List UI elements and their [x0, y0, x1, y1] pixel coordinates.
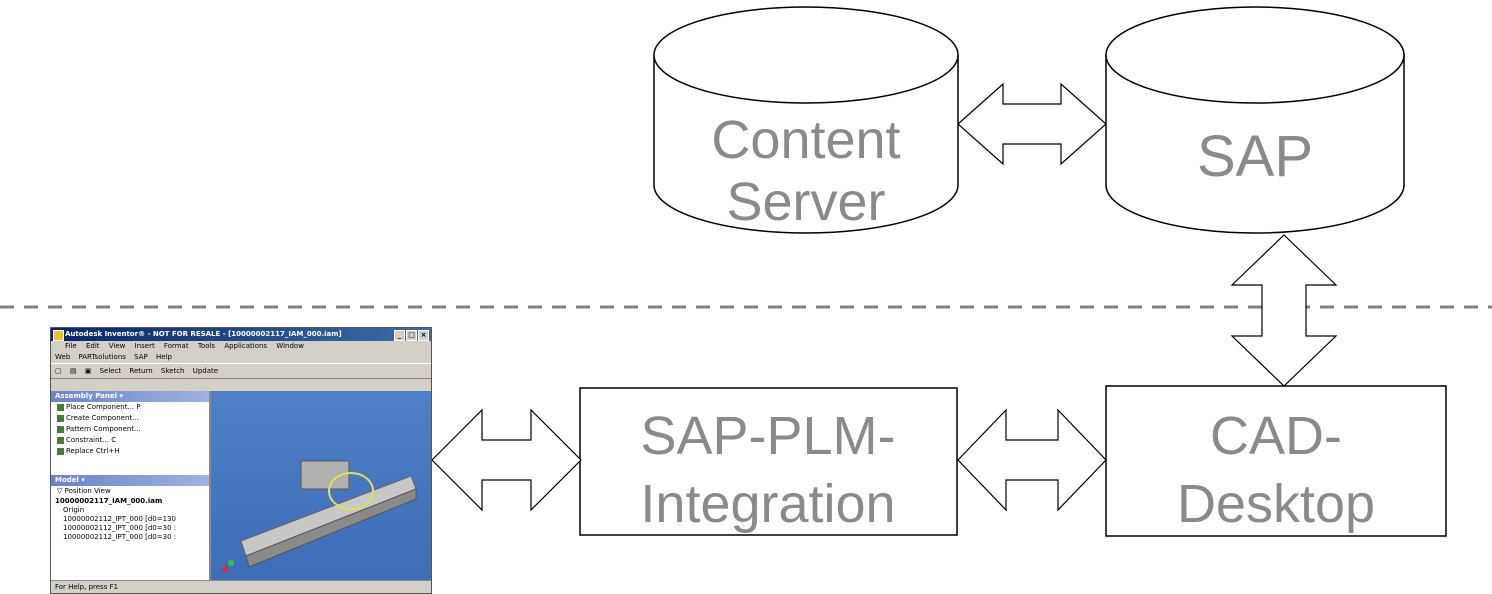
assembly-item[interactable]: Place Component... P: [51, 402, 209, 413]
tree-item[interactable]: 10000002112_IPT_000 [d0=30 :: [63, 524, 177, 532]
tree-root[interactable]: 10000002117_IAM_000.iam: [55, 497, 163, 505]
toolbar-update[interactable]: Update: [192, 367, 219, 375]
model-filter[interactable]: ▽ Position View: [57, 487, 111, 495]
cad-titlebar: Autodesk Inventor® - NOT FOR RESALE - [1…: [51, 328, 431, 341]
double-arrow-content-sap: [957, 82, 1107, 166]
toolbar-return[interactable]: Return: [129, 367, 153, 375]
tree-item[interactable]: 10000002112_IPT_000 [d0=30 :: [63, 533, 177, 541]
tree-item[interactable]: 10000002112_IPT_000 [d0=130: [63, 515, 176, 523]
component-icon: [57, 403, 64, 411]
double-arrow-sap-cad: [1230, 234, 1338, 387]
menu-insert[interactable]: Insert: [134, 342, 155, 350]
component-icon: [57, 414, 64, 422]
sap-plm-integration-node: SAP-PLM- Integration: [579, 387, 958, 536]
sap-label: SAP: [1197, 124, 1313, 189]
toolbar-sketch[interactable]: Sketch: [160, 367, 185, 375]
model-panel-header[interactable]: Model ▾: [51, 475, 209, 486]
menu-tools[interactable]: Tools: [197, 342, 216, 350]
sap-node: SAP: [1105, 6, 1405, 234]
menu-edit[interactable]: Edit: [85, 342, 100, 350]
tree-item[interactable]: Origin: [63, 506, 85, 514]
cad-desktop-node: CAD- Desktop: [1105, 385, 1447, 537]
cad-application-screenshot: Autodesk Inventor® - NOT FOR RESALE - [1…: [50, 327, 432, 594]
cad-desktop-label-1: CAD-: [1210, 406, 1342, 466]
close-icon[interactable]: ×: [418, 330, 429, 341]
minimize-icon[interactable]: _: [394, 330, 405, 341]
menu-window[interactable]: Window: [276, 342, 304, 350]
assembly-item[interactable]: Pattern Component...: [51, 424, 209, 435]
assembly-panel-header[interactable]: Assembly Panel ▾: [51, 391, 209, 402]
content-server-label-2: Server: [726, 172, 885, 232]
double-arrow-cad-plm: [431, 408, 582, 512]
menu-partsolutions[interactable]: PARTsolutions: [78, 353, 126, 361]
cad-browser-panel: Assembly Panel ▾ Place Component... P Cr…: [51, 391, 211, 581]
content-server-node: Content Server: [653, 6, 959, 234]
cad-title: Autodesk Inventor® - NOT FOR RESALE - [1…: [65, 330, 342, 338]
assembly-item[interactable]: Constraint... C: [51, 435, 209, 446]
menu-view[interactable]: View: [108, 342, 126, 350]
toolbar-select[interactable]: Select: [99, 367, 122, 375]
constraint-icon: [57, 436, 64, 444]
cad-menubar-2: Web PARTsolutions SAP Help: [51, 352, 431, 363]
new-icon[interactable]: ▢: [55, 367, 62, 375]
cad-menubar: File Edit View Insert Format Tools Appli…: [51, 341, 431, 352]
open-icon[interactable]: ▤: [69, 367, 77, 375]
sap-plm-label-2: Integration: [640, 474, 895, 534]
menu-file[interactable]: File: [65, 342, 77, 350]
save-icon[interactable]: ▣: [84, 367, 92, 375]
assembly-item[interactable]: Replace Ctrl+H: [51, 446, 209, 457]
double-arrow-plm-cad: [957, 408, 1107, 512]
cad-3d-viewport[interactable]: [211, 391, 431, 581]
cad-statusbar: For Help, press F1: [51, 580, 431, 593]
model-graphic: [222, 460, 417, 572]
replace-icon: [57, 447, 64, 455]
cad-toolbar: ▢ ▤ ▣ Select Return Sketch Update: [51, 363, 431, 379]
menu-web[interactable]: Web: [55, 353, 71, 361]
menu-applications[interactable]: Applications: [224, 342, 268, 350]
assembly-item[interactable]: Create Component...: [51, 413, 209, 424]
sap-plm-label-1: SAP-PLM-: [640, 406, 895, 466]
menu-format[interactable]: Format: [163, 342, 189, 350]
content-server-label-1: Content: [711, 110, 900, 170]
cad-desktop-label-2: Desktop: [1177, 474, 1375, 534]
app-icon: [53, 330, 64, 341]
maximize-icon[interactable]: □: [406, 330, 417, 341]
window-controls: _ □ ×: [394, 330, 429, 341]
pattern-icon: [57, 425, 64, 433]
filter-icon: ▽: [57, 487, 65, 495]
menu-help[interactable]: Help: [155, 353, 172, 361]
menu-sap[interactable]: SAP: [134, 353, 148, 361]
